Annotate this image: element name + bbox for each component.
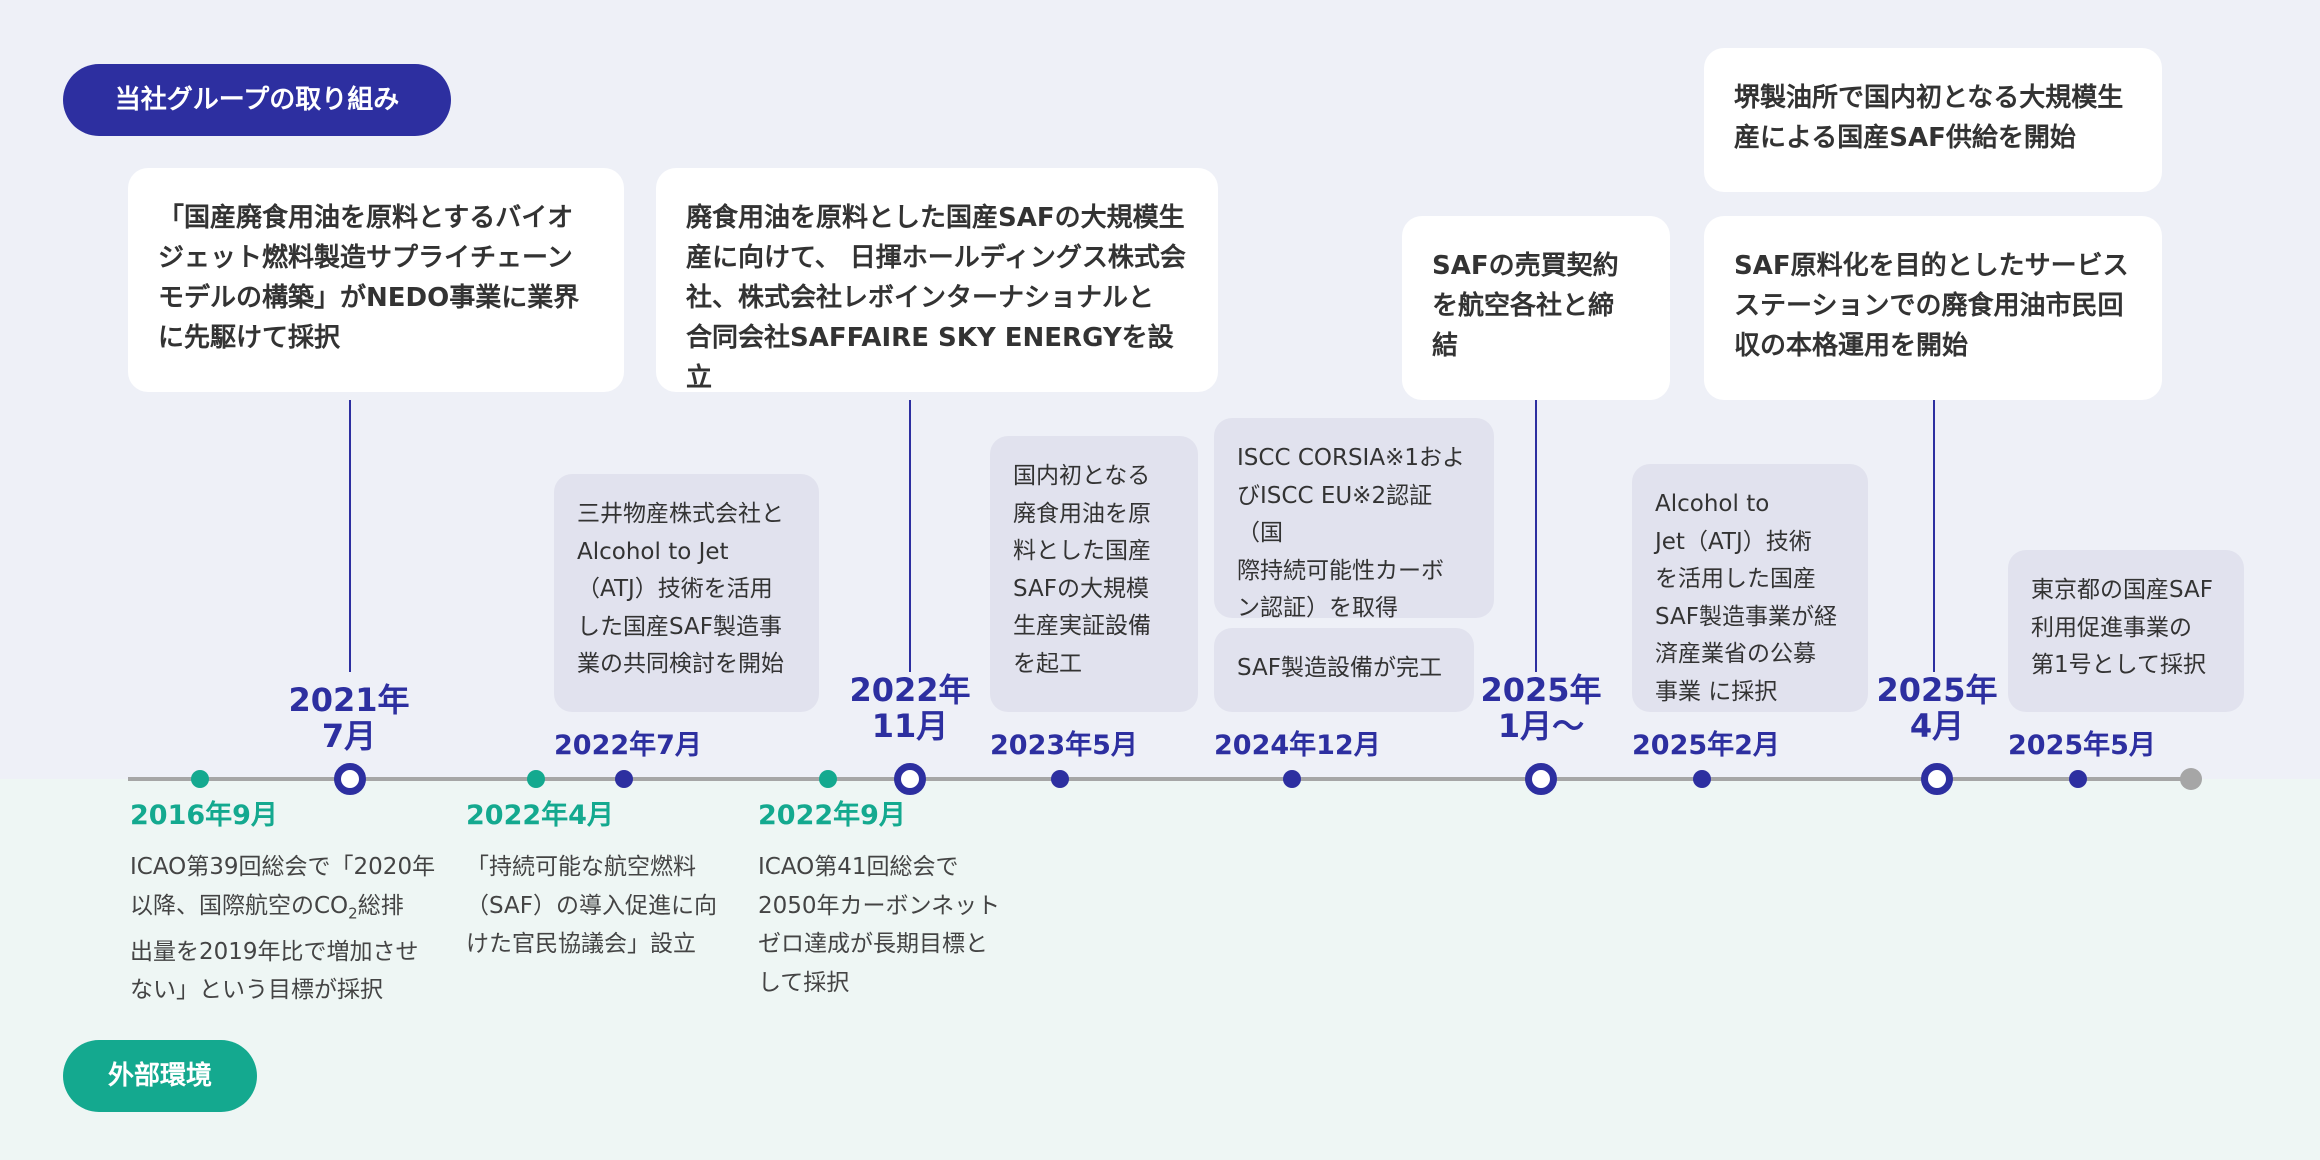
- connector-line-2025-01: [1535, 400, 1537, 672]
- timeline-end-marker: [2180, 768, 2202, 790]
- external-environment-label: 外部環境: [63, 1040, 257, 1112]
- date-label-2024-12: 2024年12月: [1214, 730, 1381, 761]
- marker-2021-07: [334, 763, 366, 795]
- marker-2025-02: [1693, 770, 1711, 788]
- marker-2022-09: [819, 770, 837, 788]
- date-label-2025-05: 2025年5月: [2008, 730, 2156, 761]
- company-group-label: 当社グループの取り組み: [63, 64, 451, 136]
- connector-line-2022-11: [909, 400, 911, 672]
- milestone-card-2021-07: 「国産廃食用油を原料とするバイオ ジェット燃料製造サプライチェーン モデルの構築…: [128, 168, 624, 392]
- milestone-card-2025-01: SAFの売買契約 を航空各社と締 結: [1402, 216, 1670, 400]
- milestone-card-2022-11: 廃食用油を原料とした国産SAFの大規模生 産に向けて、 日揮ホールディングス株式…: [656, 168, 1218, 393]
- ext-date-2022-09: 2022年9月: [758, 800, 906, 831]
- milestone-card-2025-04-collection: SAF原料化を目的としたサービス ステーションでの廃食用油市民回 収の本格運用を…: [1704, 216, 2162, 400]
- marker-2025-01: [1525, 763, 1557, 795]
- marker-2023-05: [1051, 770, 1069, 788]
- marker-2025-05: [2069, 770, 2087, 788]
- ext-text-2022-04: 「持続可能な航空燃料 （SAF）の導入促進に向 けた官民協議会」設立: [466, 854, 717, 957]
- marker-2022-04: [527, 770, 545, 788]
- connector-line-2021: [349, 400, 351, 672]
- date-label-2025-04: 2025年 4月: [1876, 671, 1998, 745]
- marker-2025-04: [1921, 763, 1953, 795]
- ext-date-2016-09: 2016年9月: [130, 800, 278, 831]
- event-card-2022-07: 三井物産株式会社と Alcohol to Jet （ATJ）技術を活用 した国産…: [554, 474, 819, 712]
- date-label-2025-02: 2025年2月: [1632, 730, 1780, 761]
- date-label-2022-11: 2022年 11月: [849, 671, 971, 745]
- date-label-2021-07: 2021年 7月: [288, 681, 410, 755]
- date-label-2022-07: 2022年7月: [554, 730, 702, 761]
- event-card-2024-12-iscc: ISCC CORSIA※1およ びISCC EU※2認証（国 際持続可能性カーボ…: [1214, 418, 1494, 621]
- marker-2024-12: [1283, 770, 1301, 788]
- connector-line-2025-04: [1933, 400, 1935, 672]
- ext-text-2022-09: ICAO第41回総会で 2050年カーボンネット ゼロ達成が長期目標と して採択: [758, 854, 1001, 996]
- event-card-2025-02: Alcohol to Jet（ATJ）技術 を活用した国産 SAF製造事業が経 …: [1632, 464, 1868, 712]
- marker-2022-07: [615, 770, 633, 788]
- event-card-2024-12-facility: SAF製造設備が完工: [1214, 628, 1474, 712]
- marker-2022-11: [894, 763, 926, 795]
- marker-2016-09: [191, 770, 209, 788]
- date-label-2023-05: 2023年5月: [990, 730, 1138, 761]
- event-card-2023-05: 国内初となる 廃食用油を原 料とした国産 SAFの大規模 生産実証設備 を起工: [990, 436, 1198, 712]
- external-section-background: [0, 779, 2320, 1160]
- event-card-2025-05: 東京都の国産SAF 利用促進事業の 第1号として採択: [2008, 550, 2244, 712]
- timeline-axis: [128, 777, 2190, 781]
- ext-date-2022-04: 2022年4月: [466, 800, 614, 831]
- milestone-card-2025-04-sakai: 堺製油所で国内初となる大規模生 産による国産SAF供給を開始: [1704, 48, 2162, 192]
- ext-text-2016-09: ICAO第39回総会で「2020年 以降、国際航空のCO2総排 出量を2019年…: [130, 854, 436, 1004]
- date-label-2025-01: 2025年 1月～: [1480, 671, 1602, 745]
